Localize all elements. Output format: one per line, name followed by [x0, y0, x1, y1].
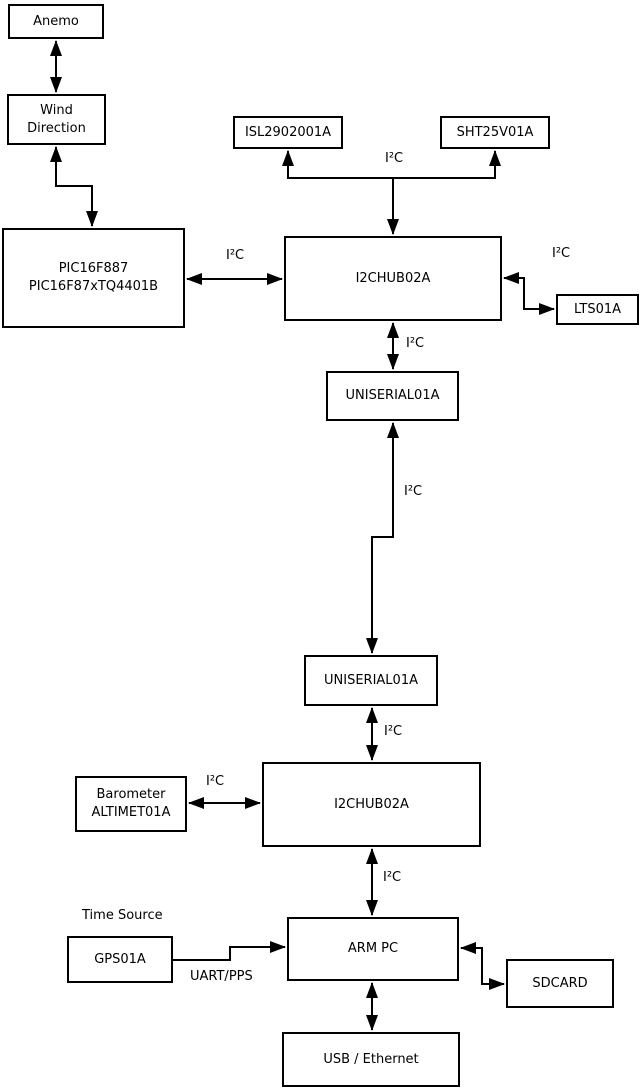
connector-bus-isl-sht — [282, 150, 501, 179]
box-gps01a-label: GPS01A — [94, 951, 146, 967]
box-sdcard: SDCARD — [506, 959, 614, 1008]
box-uniserial01a-upper: UNISERIAL01A — [326, 371, 459, 421]
box-i2chub02a-upper: I2CHUB02A — [284, 236, 502, 321]
i2c-label-hub2-armpc: I²C — [383, 870, 402, 885]
box-sdcard-label: SDCARD — [532, 975, 588, 991]
box-barometer-altimet01a-label: Barometer ALTIMET01A — [91, 787, 171, 820]
connector-uniserial1-uniserial2 — [366, 422, 399, 654]
i2c-label-sensor-bus: I²C — [385, 151, 404, 166]
box-pic16f887: PIC16F887 PIC16F87xTQ4401B — [2, 228, 185, 328]
connector-i2chub1-lts — [503, 272, 555, 315]
box-uniserial01a-upper-label: UNISERIAL01A — [345, 388, 440, 404]
box-arm-pc: ARM PC — [287, 917, 459, 981]
time-source-label: Time Source — [82, 908, 163, 923]
i2c-label-pic-hub: I²C — [226, 248, 245, 263]
connector-armpc-sdcard — [460, 942, 505, 990]
i2c-label-lts: I²C — [552, 246, 571, 261]
box-wind-direction-label: Wind Direction — [27, 102, 86, 136]
box-i2chub02a-lower-label: I2CHUB02A — [334, 796, 409, 812]
uart-pps-label: UART/PPS — [190, 969, 253, 984]
box-isl2902001a: ISL2902001A — [233, 116, 343, 149]
box-i2chub02a-upper-label: I2CHUB02A — [355, 270, 431, 286]
box-anemo: Anemo — [8, 4, 104, 39]
box-usb-ethernet-label: USB / Ethernet — [323, 1051, 419, 1067]
box-isl2902001a-label: ISL2902001A — [244, 124, 332, 140]
box-lts01a-label: LTS01A — [573, 301, 622, 317]
box-gps01a: GPS01A — [67, 936, 173, 983]
box-i2chub02a-lower: I2CHUB02A — [262, 762, 481, 847]
box-barometer-altimet01a: Barometer ALTIMET01A — [75, 776, 187, 832]
box-usb-ethernet: USB / Ethernet — [282, 1032, 460, 1087]
box-pic16f887-label: PIC16F887 PIC16F87xTQ4401B — [28, 261, 159, 294]
box-sht25v01a: SHT25V01A — [440, 116, 550, 149]
connector-wind-pic — [50, 146, 98, 227]
i2c-label-uniserial2-hub2: I²C — [384, 724, 403, 739]
box-lts01a: LTS01A — [556, 294, 639, 325]
box-uniserial01a-lower: UNISERIAL01A — [304, 655, 438, 706]
box-uniserial01a-lower-label: UNISERIAL01A — [324, 672, 418, 688]
box-anemo-label: Anemo — [33, 13, 79, 29]
box-sht25v01a-label: SHT25V01A — [456, 124, 534, 140]
connector-gps-armpc — [173, 941, 286, 961]
i2c-label-uniserial-link: I²C — [404, 484, 423, 499]
box-arm-pc-label: ARM PC — [347, 941, 399, 957]
i2c-label-barometer: I²C — [206, 774, 225, 789]
i2c-label-hub1-uniserial1: I²C — [406, 336, 425, 351]
box-wind-direction: Wind Direction — [7, 94, 106, 145]
